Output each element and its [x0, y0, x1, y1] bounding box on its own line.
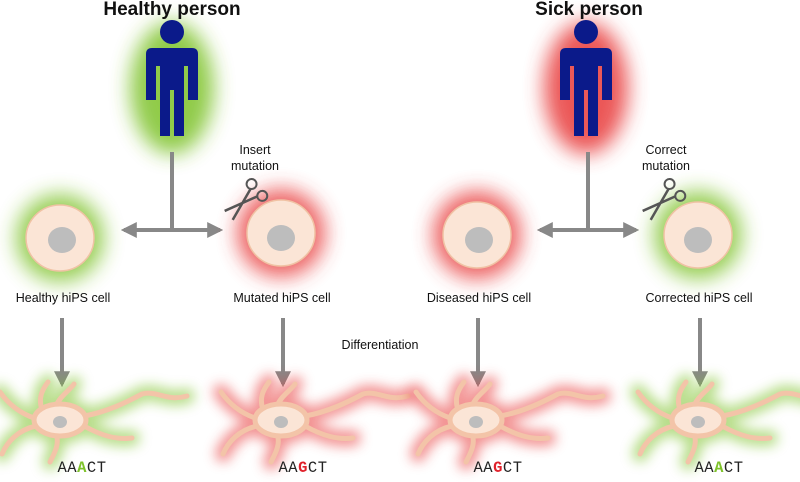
- sick-lineage-arrows: [536, 152, 640, 238]
- healthy-lineage-arrows: [120, 152, 224, 238]
- sequence-suffix: CT: [307, 459, 328, 477]
- sequence-variant-base: G: [493, 459, 503, 477]
- cell-label-diseased: Diseased hiPS cell: [426, 291, 532, 305]
- scissors-icon-insert: [224, 178, 269, 221]
- sequence-variant-base: G: [298, 459, 308, 477]
- sequence-suffix: CT: [86, 459, 107, 477]
- sequence-prefix: AA: [694, 459, 715, 477]
- sick-person-title: Sick person: [535, 0, 643, 20]
- sequence-suffix: CT: [723, 459, 744, 477]
- sequence-variant-base: A: [714, 459, 724, 477]
- neuron-diseased: [416, 382, 603, 462]
- dna-sequence: AAGCT: [278, 459, 327, 477]
- cell-label-corrected: Corrected hiPS cell: [645, 291, 753, 305]
- neuron-corrected: [638, 382, 800, 462]
- healthy-person-title: Healthy person: [103, 0, 241, 20]
- sequence-prefix: AA: [57, 459, 78, 477]
- neuron-mutated: [221, 382, 408, 462]
- sequence-suffix: CT: [502, 459, 523, 477]
- neuron-healthy: [0, 382, 187, 462]
- correct-mutation-label: Correct mutation: [642, 143, 690, 173]
- sequence-prefix: AA: [473, 459, 494, 477]
- hips-cell-healthy: [16, 194, 104, 282]
- sequence-prefix: AA: [278, 459, 299, 477]
- differentiation-arrows: [54, 318, 708, 388]
- cell-label-healthy: Healthy hiPS cell: [15, 291, 111, 305]
- insert-mutation-label: Insert mutation: [231, 143, 279, 173]
- dna-sequence: AAACT: [57, 459, 106, 477]
- sequence-variant-base: A: [77, 459, 87, 477]
- dna-sequence: AAACT: [694, 459, 743, 477]
- hips-cell-mutated: [237, 189, 325, 277]
- scissors-icon-correct: [642, 178, 687, 221]
- differentiation-label: Differentiation: [341, 338, 419, 352]
- dna-sequence: AAGCT: [473, 459, 522, 477]
- hips-cell-diseased: [433, 191, 521, 279]
- hips-cell-corrected: [654, 191, 742, 279]
- cell-label-mutated: Mutated hiPS cell: [233, 291, 331, 305]
